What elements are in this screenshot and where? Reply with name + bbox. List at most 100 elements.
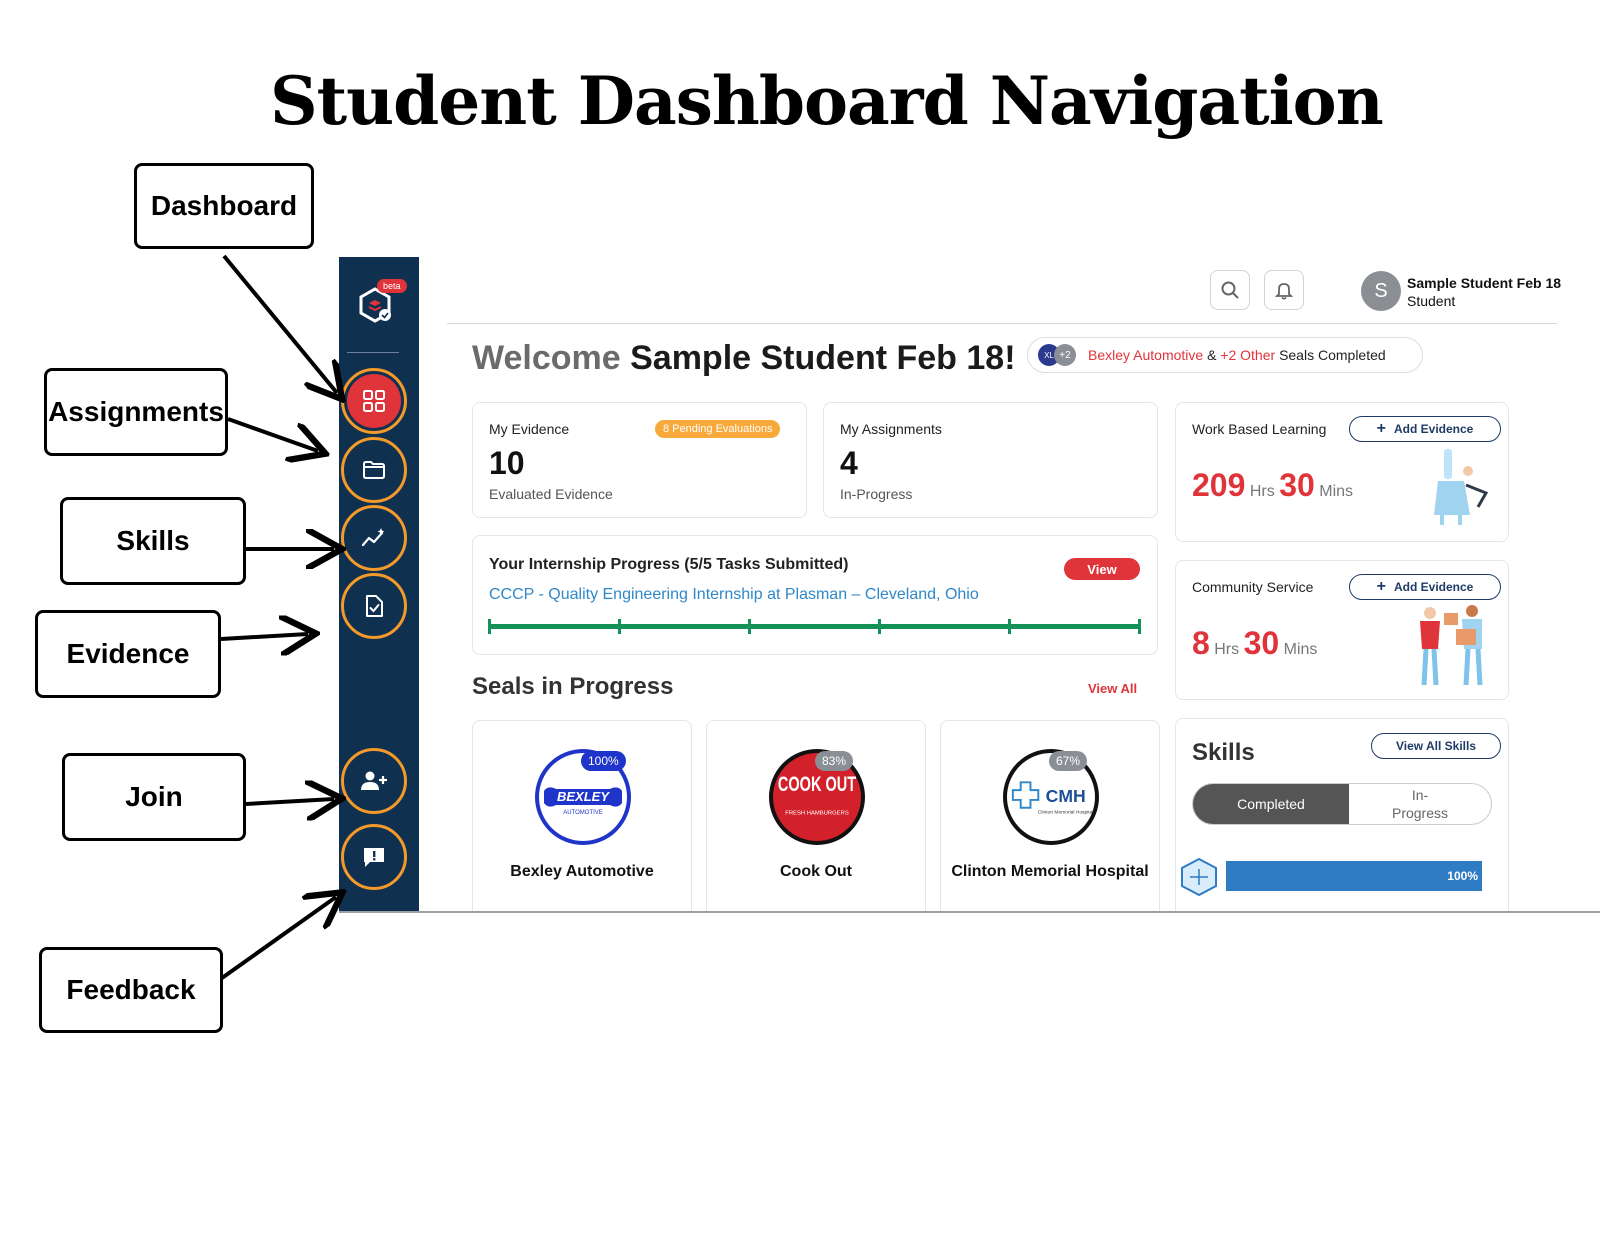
wbl-hours-value: 209 — [1192, 467, 1246, 503]
feedback-chat-icon — [364, 848, 384, 867]
trend-sparkle-icon — [361, 528, 385, 547]
wbl-mins-value: 30 — [1279, 467, 1315, 503]
seal-name: Bexley Automotive — [510, 863, 654, 880]
page-heading: Student Dashboard Navigation — [270, 62, 1384, 140]
seals-view-all[interactable]: View All — [1088, 681, 1138, 696]
seal-card[interactable]: CMH Clinton Memorial Hospital 67% Clinto… — [940, 720, 1160, 911]
welcome-prefix: Welcome — [472, 339, 621, 377]
search-button[interactable] — [1210, 270, 1250, 310]
arrow-evidence — [220, 634, 308, 639]
nav-evidence[interactable] — [341, 573, 407, 639]
internship-link[interactable]: CCCP - Quality Engineering Internship at… — [489, 586, 979, 603]
arrow-feedback — [220, 897, 336, 980]
welcome-heading: Welcome Sample Student Feb 18! — [472, 339, 1016, 378]
progress-tick — [748, 619, 751, 634]
bexley-logo-text: BEXLEY — [557, 789, 610, 804]
seal-name: Cook Out — [780, 863, 852, 880]
community-add-evidence-button[interactable]: + Add Evidence — [1349, 574, 1501, 600]
seal-amp: & — [1207, 347, 1217, 363]
evidence-sub: Evaluated Evidence — [489, 486, 613, 502]
seals-heading: Seals in Progress — [472, 673, 674, 700]
community-mins-value: 30 — [1243, 625, 1280, 661]
skill-progress-bar: 100% — [1226, 861, 1482, 891]
user-name: Sample Student Feb 18 — [1407, 275, 1562, 291]
seal-card[interactable]: COOK OUT FRESH HAMBURGERS 83% Cook Out — [706, 720, 926, 911]
assignments-card[interactable]: My Assignments 4 In-Progress — [823, 402, 1158, 518]
beta-badge: beta — [377, 279, 407, 293]
wbl-mins-unit: Mins — [1319, 483, 1354, 500]
plus-icon: + — [1376, 420, 1386, 437]
progress-tick — [1008, 619, 1011, 634]
seal-percent-badge: 67% — [1049, 751, 1088, 771]
bexley-logo-sub: AUTOMOTIVE — [563, 810, 603, 816]
skills-card: Skills View All Skills Completed In-Prog… — [1175, 718, 1509, 911]
cookout-logo-text: COOK OUT — [778, 772, 856, 796]
tab-completed[interactable]: Completed — [1193, 784, 1349, 824]
tab-in-progress-label: In-Progress — [1391, 787, 1449, 821]
tab-in-progress[interactable]: In-Progress — [1349, 784, 1491, 824]
callout-skills: Skills — [60, 497, 246, 585]
nav-join[interactable] — [341, 748, 407, 814]
community-hours: 8 Hrs 30 Mins — [1192, 625, 1317, 662]
plus-icon: + — [1376, 578, 1386, 595]
wbl-title: Work Based Learning — [1192, 421, 1327, 437]
cookout-logo-sub: FRESH HAMBURGERS — [785, 811, 849, 817]
folder-icon — [363, 461, 385, 479]
callout-feedback: Feedback — [39, 947, 223, 1033]
work-based-learning-card: Work Based Learning + Add Evidence 209 H… — [1175, 402, 1509, 542]
arrow-dashboard — [222, 254, 337, 393]
wbl-hours: 209 Hrs 30 Mins — [1192, 467, 1353, 504]
seal-card[interactable]: BEXLEY AUTOMOTIVE 100% Bexley Automotive — [472, 720, 692, 911]
sidebar-divider — [347, 352, 399, 353]
arrow-join — [245, 799, 334, 804]
seal-name: Clinton Memorial Hospital — [951, 863, 1149, 880]
community-title: Community Service — [1192, 579, 1314, 595]
progress-tick — [618, 619, 621, 634]
community-add-evidence-label: Add Evidence — [1393, 580, 1474, 594]
app-window: beta — [339, 257, 1600, 913]
internship-card: Your Internship Progress (5/5 Tasks Subm… — [472, 535, 1158, 655]
internship-view-button[interactable]: View — [1064, 558, 1140, 580]
nav-dashboard[interactable] — [341, 368, 407, 434]
seal-company: Bexley Automotive — [1088, 347, 1204, 363]
callout-evidence: Evidence — [35, 610, 221, 698]
callout-join: Join — [62, 753, 246, 841]
wbl-hours-unit: Hrs — [1249, 483, 1275, 500]
avatar[interactable]: S — [1361, 271, 1401, 311]
evidence-card[interactable]: My Evidence 8 Pending Evaluations 10 Eva… — [472, 402, 807, 518]
progress-tick — [488, 619, 491, 634]
cmh-logo-text: CMH — [1046, 786, 1086, 806]
nav-feedback[interactable] — [341, 824, 407, 890]
seal-suffix: Seals Completed — [1279, 347, 1386, 363]
wbl-add-evidence-button[interactable]: + Add Evidence — [1349, 416, 1501, 442]
evidence-count: 10 — [489, 445, 525, 481]
notifications-button[interactable] — [1264, 270, 1304, 310]
progress-tick — [1138, 619, 1141, 634]
pending-evaluations-badge: 8 Pending Evaluations — [655, 420, 781, 438]
skill-badge-icon — [1181, 857, 1217, 897]
nav-assignments[interactable] — [341, 437, 407, 503]
skills-toggle: Completed In-Progress — [1192, 783, 1492, 825]
search-icon — [1221, 281, 1239, 299]
person-add-icon — [361, 771, 387, 790]
progress-tick — [878, 619, 881, 634]
seal-more-badge: +2 — [1054, 344, 1076, 366]
document-check-icon — [366, 595, 383, 617]
cmh-logo-sub: Clinton Memorial Hospital — [1038, 810, 1094, 816]
wbl-add-evidence-label: Add Evidence — [1393, 422, 1474, 436]
community-service-card: Community Service + Add Evidence 8 Hrs 3… — [1175, 560, 1509, 700]
seals-completed-pill[interactable]: XL +2 Bexley Automotive & +2 Other Seals… — [1027, 337, 1423, 373]
user-role: Student — [1407, 293, 1456, 309]
callout-assignments: Assignments — [44, 368, 228, 456]
nav-skills[interactable] — [341, 505, 407, 571]
seal-other: +2 Other — [1220, 347, 1276, 363]
assignments-count: 4 — [840, 445, 858, 481]
view-all-skills-button[interactable]: View All Skills — [1371, 733, 1501, 759]
assignments-label: My Assignments — [840, 421, 942, 437]
assignments-sub: In-Progress — [840, 486, 913, 502]
callout-dashboard: Dashboard — [134, 163, 314, 249]
evidence-label: My Evidence — [489, 421, 570, 437]
worker-illustration-icon — [1434, 449, 1489, 525]
community-mins-unit: Mins — [1283, 641, 1318, 658]
sidebar: beta — [339, 257, 419, 911]
